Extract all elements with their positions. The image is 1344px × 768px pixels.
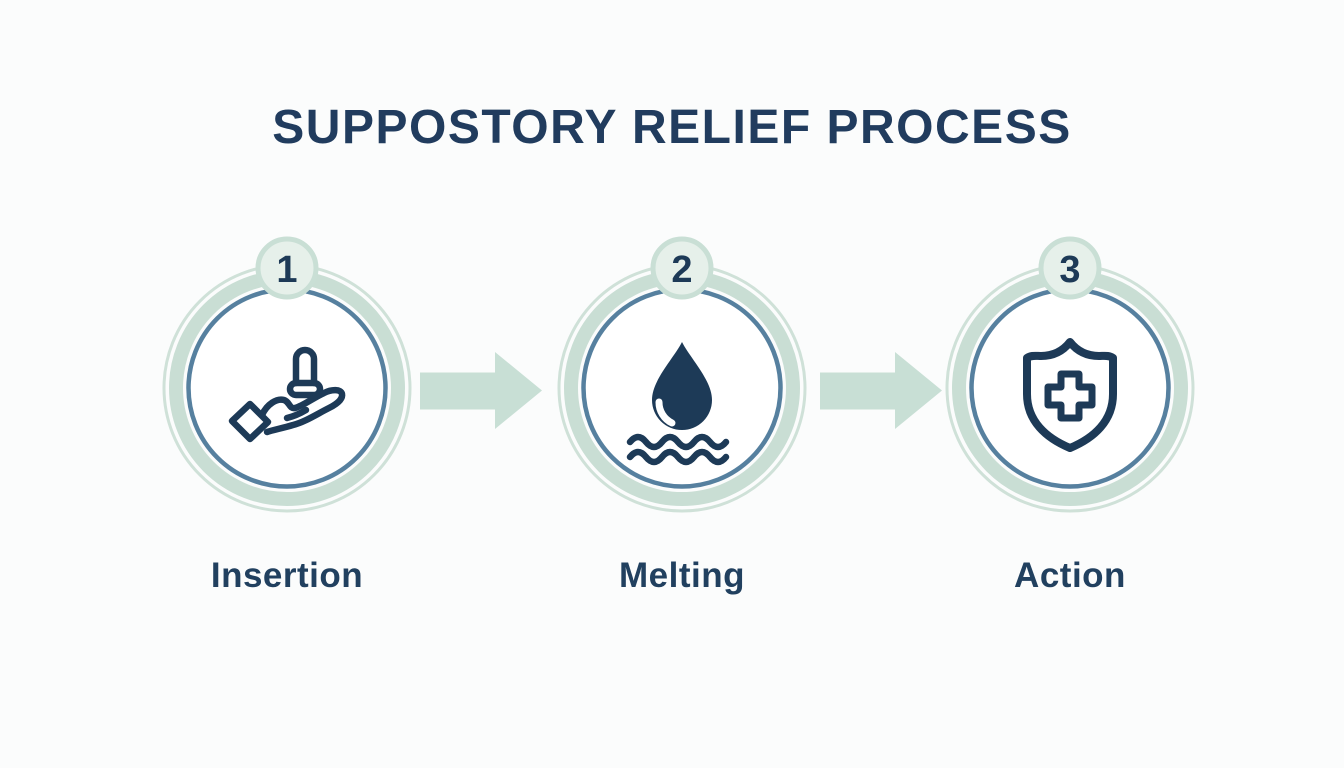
step-circle-insertion: 1: [162, 236, 412, 513]
step-label-melting: Melting: [619, 556, 745, 595]
medical-cross: [1044, 370, 1096, 422]
arrow-polygon: [820, 352, 942, 429]
step-circle-melting: 2: [557, 236, 807, 513]
circle-interior: [973, 291, 1167, 485]
right-arrow-icon: [820, 352, 942, 429]
page-title: SUPPOSTORY RELIEF PROCESS: [272, 101, 1072, 154]
step-melting: 2 Melting: [552, 236, 812, 596]
step-number-badge: [255, 236, 319, 300]
suppository-base: [286, 379, 324, 399]
water-droplet-waves-icon: [626, 342, 730, 466]
right-arrow-icon: [420, 352, 542, 429]
step-circle-action: 3: [945, 236, 1195, 513]
shield-outline: [1023, 338, 1117, 452]
hand-cuff: [228, 400, 272, 443]
wave-line-top: [626, 433, 730, 451]
palm-crease: [283, 406, 310, 422]
shield-medical-cross-icon: [1023, 338, 1117, 452]
wave-line-bottom: [626, 448, 730, 466]
suppository-capsule: [292, 346, 318, 387]
droplet-highlight: [655, 398, 676, 427]
step-number-badge: [650, 236, 714, 300]
hand-holding-suppository-icon: [228, 346, 346, 443]
step-number: 1: [276, 249, 297, 291]
arrow-polygon: [420, 352, 542, 429]
droplet-shape: [652, 342, 712, 430]
step-label-insertion: Insertion: [210, 556, 364, 595]
hand-palm: [258, 386, 346, 436]
step-label-action: Action: [1014, 556, 1126, 595]
step-action: 3 Action: [940, 236, 1200, 596]
step-number: 3: [1059, 249, 1080, 291]
step-number-badge: [1038, 236, 1102, 300]
step-number: 2: [671, 249, 692, 291]
step-insertion: 1 Insertion: [157, 236, 417, 596]
